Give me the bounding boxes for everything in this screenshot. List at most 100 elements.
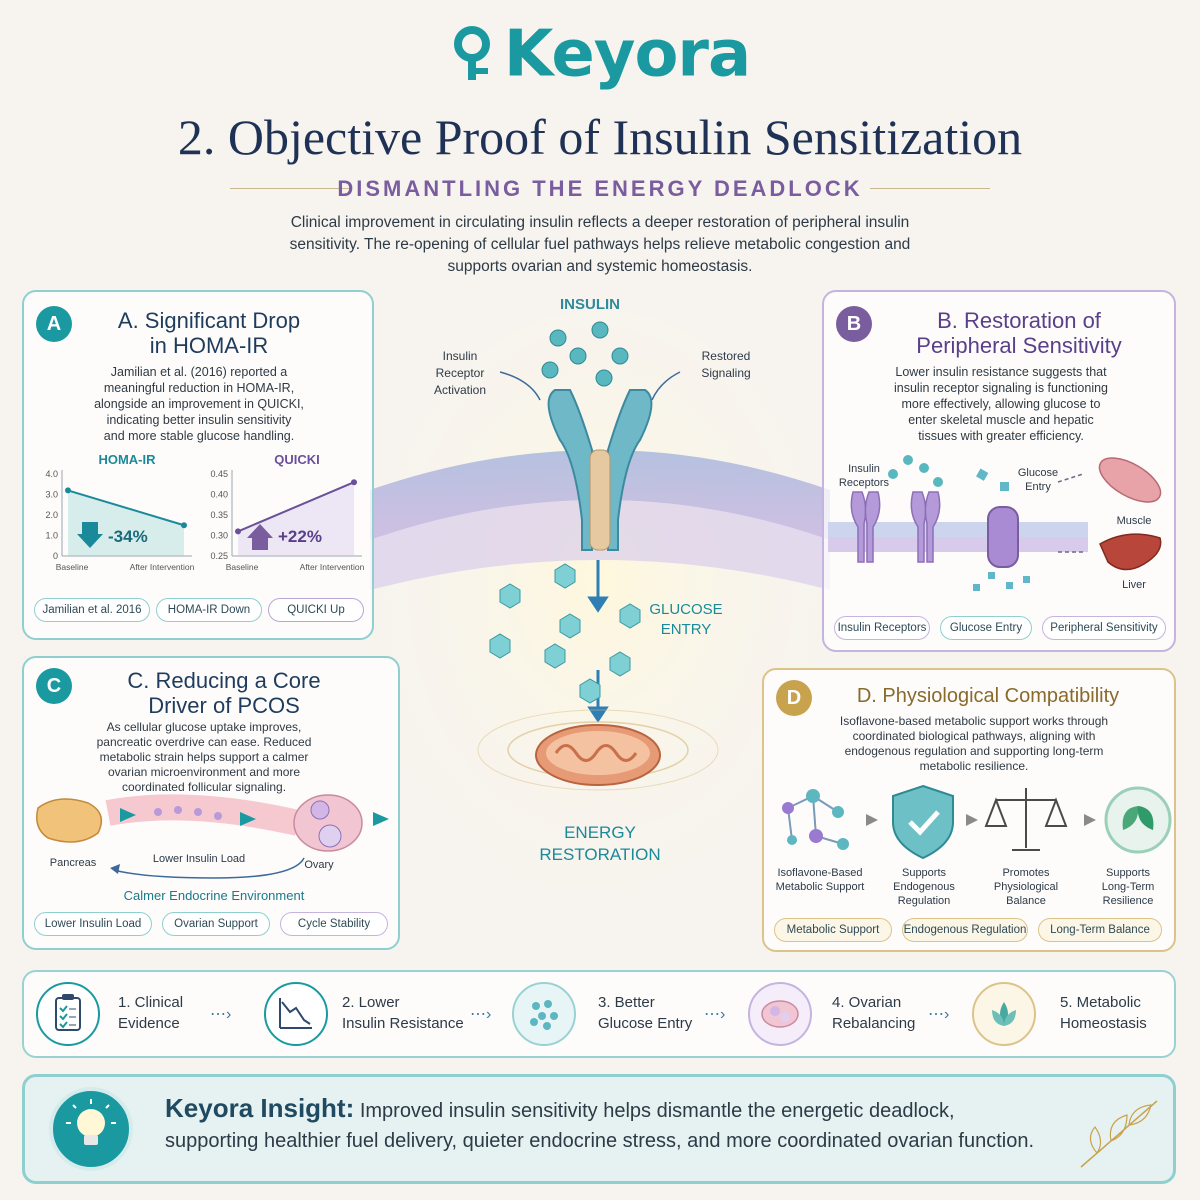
step-4-circle — [748, 982, 812, 1046]
step-arrow-3: ⋯› — [704, 1006, 726, 1023]
insulin-dots-b — [888, 455, 943, 487]
step-arrow-1: ⋯› — [210, 1006, 232, 1023]
glucose-dots-icon — [530, 1000, 558, 1030]
insulin-label: INSULIN — [560, 296, 620, 313]
insight-line-1: Improved insulin sensitivity helps disma… — [359, 1100, 955, 1122]
arrow-restored-signaling — [651, 371, 681, 401]
y-tick-label: 3.0 — [45, 490, 58, 500]
insulin-receptor-icon — [547, 389, 653, 551]
down-arrow-icon — [77, 522, 103, 548]
change-annotation: +22% — [278, 527, 322, 546]
step-2-circle — [264, 982, 328, 1046]
chart-title: HOMA-IR — [98, 452, 156, 467]
step-arrow-4: ⋯› — [928, 1006, 950, 1023]
panel-d-badge: D — [776, 680, 812, 716]
insight-bar: Keyora Insight: Improved insulin sensiti… — [22, 1074, 1176, 1184]
pill-jamilian: Jamilian et al. 2016 — [34, 598, 150, 622]
arrow-receptor-activation — [499, 371, 541, 401]
glucose-dots-b — [973, 468, 1030, 591]
subtitle-rule-right — [870, 188, 990, 189]
up-arrow-icon — [247, 524, 273, 550]
panel-c-badge: C — [36, 668, 72, 704]
data-point — [65, 487, 71, 494]
key-logo-icon — [453, 26, 490, 81]
panel-a-badge: A — [36, 306, 72, 342]
data-point — [181, 522, 187, 529]
step-1-circle — [36, 982, 100, 1046]
series-line — [237, 481, 355, 533]
balance-scale-icon — [984, 788, 1068, 851]
step-5-circle — [972, 982, 1036, 1046]
pill-peripheral-sensitivity: Peripheral Sensitivity — [1042, 616, 1166, 640]
receptor-icons-b — [850, 491, 941, 563]
calmer-endocrine-label: Calmer Endocrine Environment — [123, 888, 305, 903]
leaf-ornament-icon — [1080, 1100, 1158, 1168]
declining-chart-icon — [279, 998, 312, 1029]
x-tick-label: Baseline — [56, 562, 89, 572]
pill-quicki-up: QUICKI Up — [268, 598, 364, 622]
data-point — [351, 479, 357, 486]
y-tick-label: 2.0 — [45, 510, 58, 520]
compatibility-icons — [782, 784, 1172, 860]
panel-c-text: As cellular glucose uptake improves,panc… — [96, 720, 312, 794]
y-tick-label: 0.45 — [210, 469, 228, 479]
clipboard-icon — [55, 994, 81, 1031]
panel-d-text: Isoflavone-based metabolic support works… — [839, 714, 1109, 773]
insight-label: Keyora Insight: — [165, 1093, 355, 1123]
brand-name: Keyora — [503, 17, 751, 92]
lower-insulin-load-label: Lower Insulin Load — [152, 853, 246, 865]
x-tick-label: After Intervention — [300, 562, 365, 572]
subtitle-rule-left — [230, 188, 350, 189]
pcos-diagram — [36, 794, 389, 852]
pill-cycle-stability: Cycle Stability — [280, 912, 388, 936]
insulin-molecules — [541, 321, 629, 387]
y-tick-label: 0.35 — [210, 510, 228, 520]
pill-homa-ir-down: HOMA-IR Down — [156, 598, 262, 622]
step-arrow-2: ⋯› — [470, 1006, 492, 1023]
glucose-molecules — [489, 563, 641, 704]
ovary-label: Ovary — [304, 859, 334, 871]
pill-endogenous-regulation: Endogenous Regulation — [902, 918, 1028, 942]
molecule-icon — [782, 789, 849, 850]
mitochondrion-icon — [535, 724, 661, 786]
y-tick-label: 0.25 — [210, 551, 228, 561]
flow-arrows — [587, 560, 609, 723]
peripheral-diagram — [828, 455, 1162, 591]
return-arrow — [110, 857, 305, 879]
liver-icon — [1099, 533, 1162, 571]
liver-label: Liver — [1122, 579, 1146, 591]
intro-text: Clinical improvement in circulating insu… — [289, 214, 911, 275]
y-tick-label: 0 — [53, 551, 58, 561]
y-tick-label: 0.40 — [210, 490, 228, 500]
insulin-flow-dots — [154, 806, 222, 820]
brand-logo: Keyora — [0, 14, 1200, 91]
pancreas-label: Pancreas — [49, 857, 97, 869]
panel-d: D D. Physiological Compatibility Isoflav… — [762, 668, 1176, 952]
x-tick-label: Baseline — [226, 562, 259, 572]
muscle-icon — [1098, 457, 1162, 503]
